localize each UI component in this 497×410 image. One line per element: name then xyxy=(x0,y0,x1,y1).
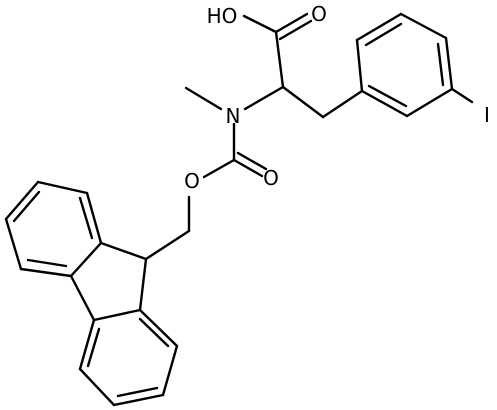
bond-upper-ring-5 xyxy=(19,267,73,278)
bond-upper-ring-inner-b xyxy=(12,190,41,223)
bond-cooh-c-o-double-b xyxy=(278,19,313,41)
bond-upper-ring-1 xyxy=(85,191,103,245)
atom-carbamate-ester-oxygen: O xyxy=(184,169,200,193)
atom-hydroxyl: HO xyxy=(207,4,238,28)
bond-lower-ring-inner-c xyxy=(138,317,170,348)
bond-ring-4 xyxy=(444,36,454,91)
bond-alpha-n xyxy=(243,85,285,111)
bond-ring-1 xyxy=(355,38,364,93)
atom-iodine: I xyxy=(484,103,490,127)
bond-cooh-c-alpha xyxy=(274,30,285,89)
bond-ring-5 xyxy=(405,87,454,118)
bond-ring-inner-b xyxy=(436,42,445,87)
bond-lower-ring-inner-a xyxy=(86,327,101,368)
bond-upper-ring-4 xyxy=(4,217,23,271)
bond-cooh-c-o-double-a xyxy=(274,12,309,34)
bond-alpha-ch2 xyxy=(281,85,325,119)
atom-carbonyl-oxygen-acid: O xyxy=(311,2,327,26)
bond-carbamate-c-o-double-a xyxy=(232,158,264,178)
bond-lower-ring-5 xyxy=(138,308,179,348)
bond-ring-iodine xyxy=(450,87,474,104)
bond-c9-upper xyxy=(99,241,148,261)
bond-upper-ring-inner-a xyxy=(78,196,94,240)
bond-upper-ring-3 xyxy=(4,180,40,221)
bond-carbamate-c-o-ester xyxy=(202,158,236,179)
bond-five-ring-left xyxy=(69,241,103,278)
bond-ring-inner-a xyxy=(364,22,403,47)
bond-ch2-ring xyxy=(321,89,364,119)
bond-ring-inner-c xyxy=(367,84,408,108)
bond-five-ring-bottom xyxy=(92,308,142,322)
bond-five-ring-biaryl xyxy=(69,274,96,322)
bond-ring-3 xyxy=(399,12,448,40)
bond-carbamate-c-o-double-b xyxy=(236,151,268,171)
bond-ring-2 xyxy=(355,12,403,42)
bond-lower-ring-inner-b xyxy=(116,386,159,398)
bond-cooh-c-oh xyxy=(242,14,278,34)
bond-c9-lower xyxy=(138,257,148,312)
bond-n-methyl xyxy=(184,86,223,111)
bond-upper-ring-2 xyxy=(36,180,89,195)
bond-ring-6 xyxy=(360,89,409,118)
bond-lower-ring-1 xyxy=(78,318,96,371)
bond-ch2-fluorenyl-c9 xyxy=(144,229,191,261)
atom-amide-nitrogen: N xyxy=(226,104,241,128)
bond-upper-ring-inner-c xyxy=(26,258,68,268)
bond-lower-ring-2 xyxy=(78,367,116,407)
bond-lower-ring-3 xyxy=(112,393,165,407)
atom-carbamate-carbonyl-oxygen: O xyxy=(263,166,279,190)
bond-lower-ring-4 xyxy=(161,344,179,397)
